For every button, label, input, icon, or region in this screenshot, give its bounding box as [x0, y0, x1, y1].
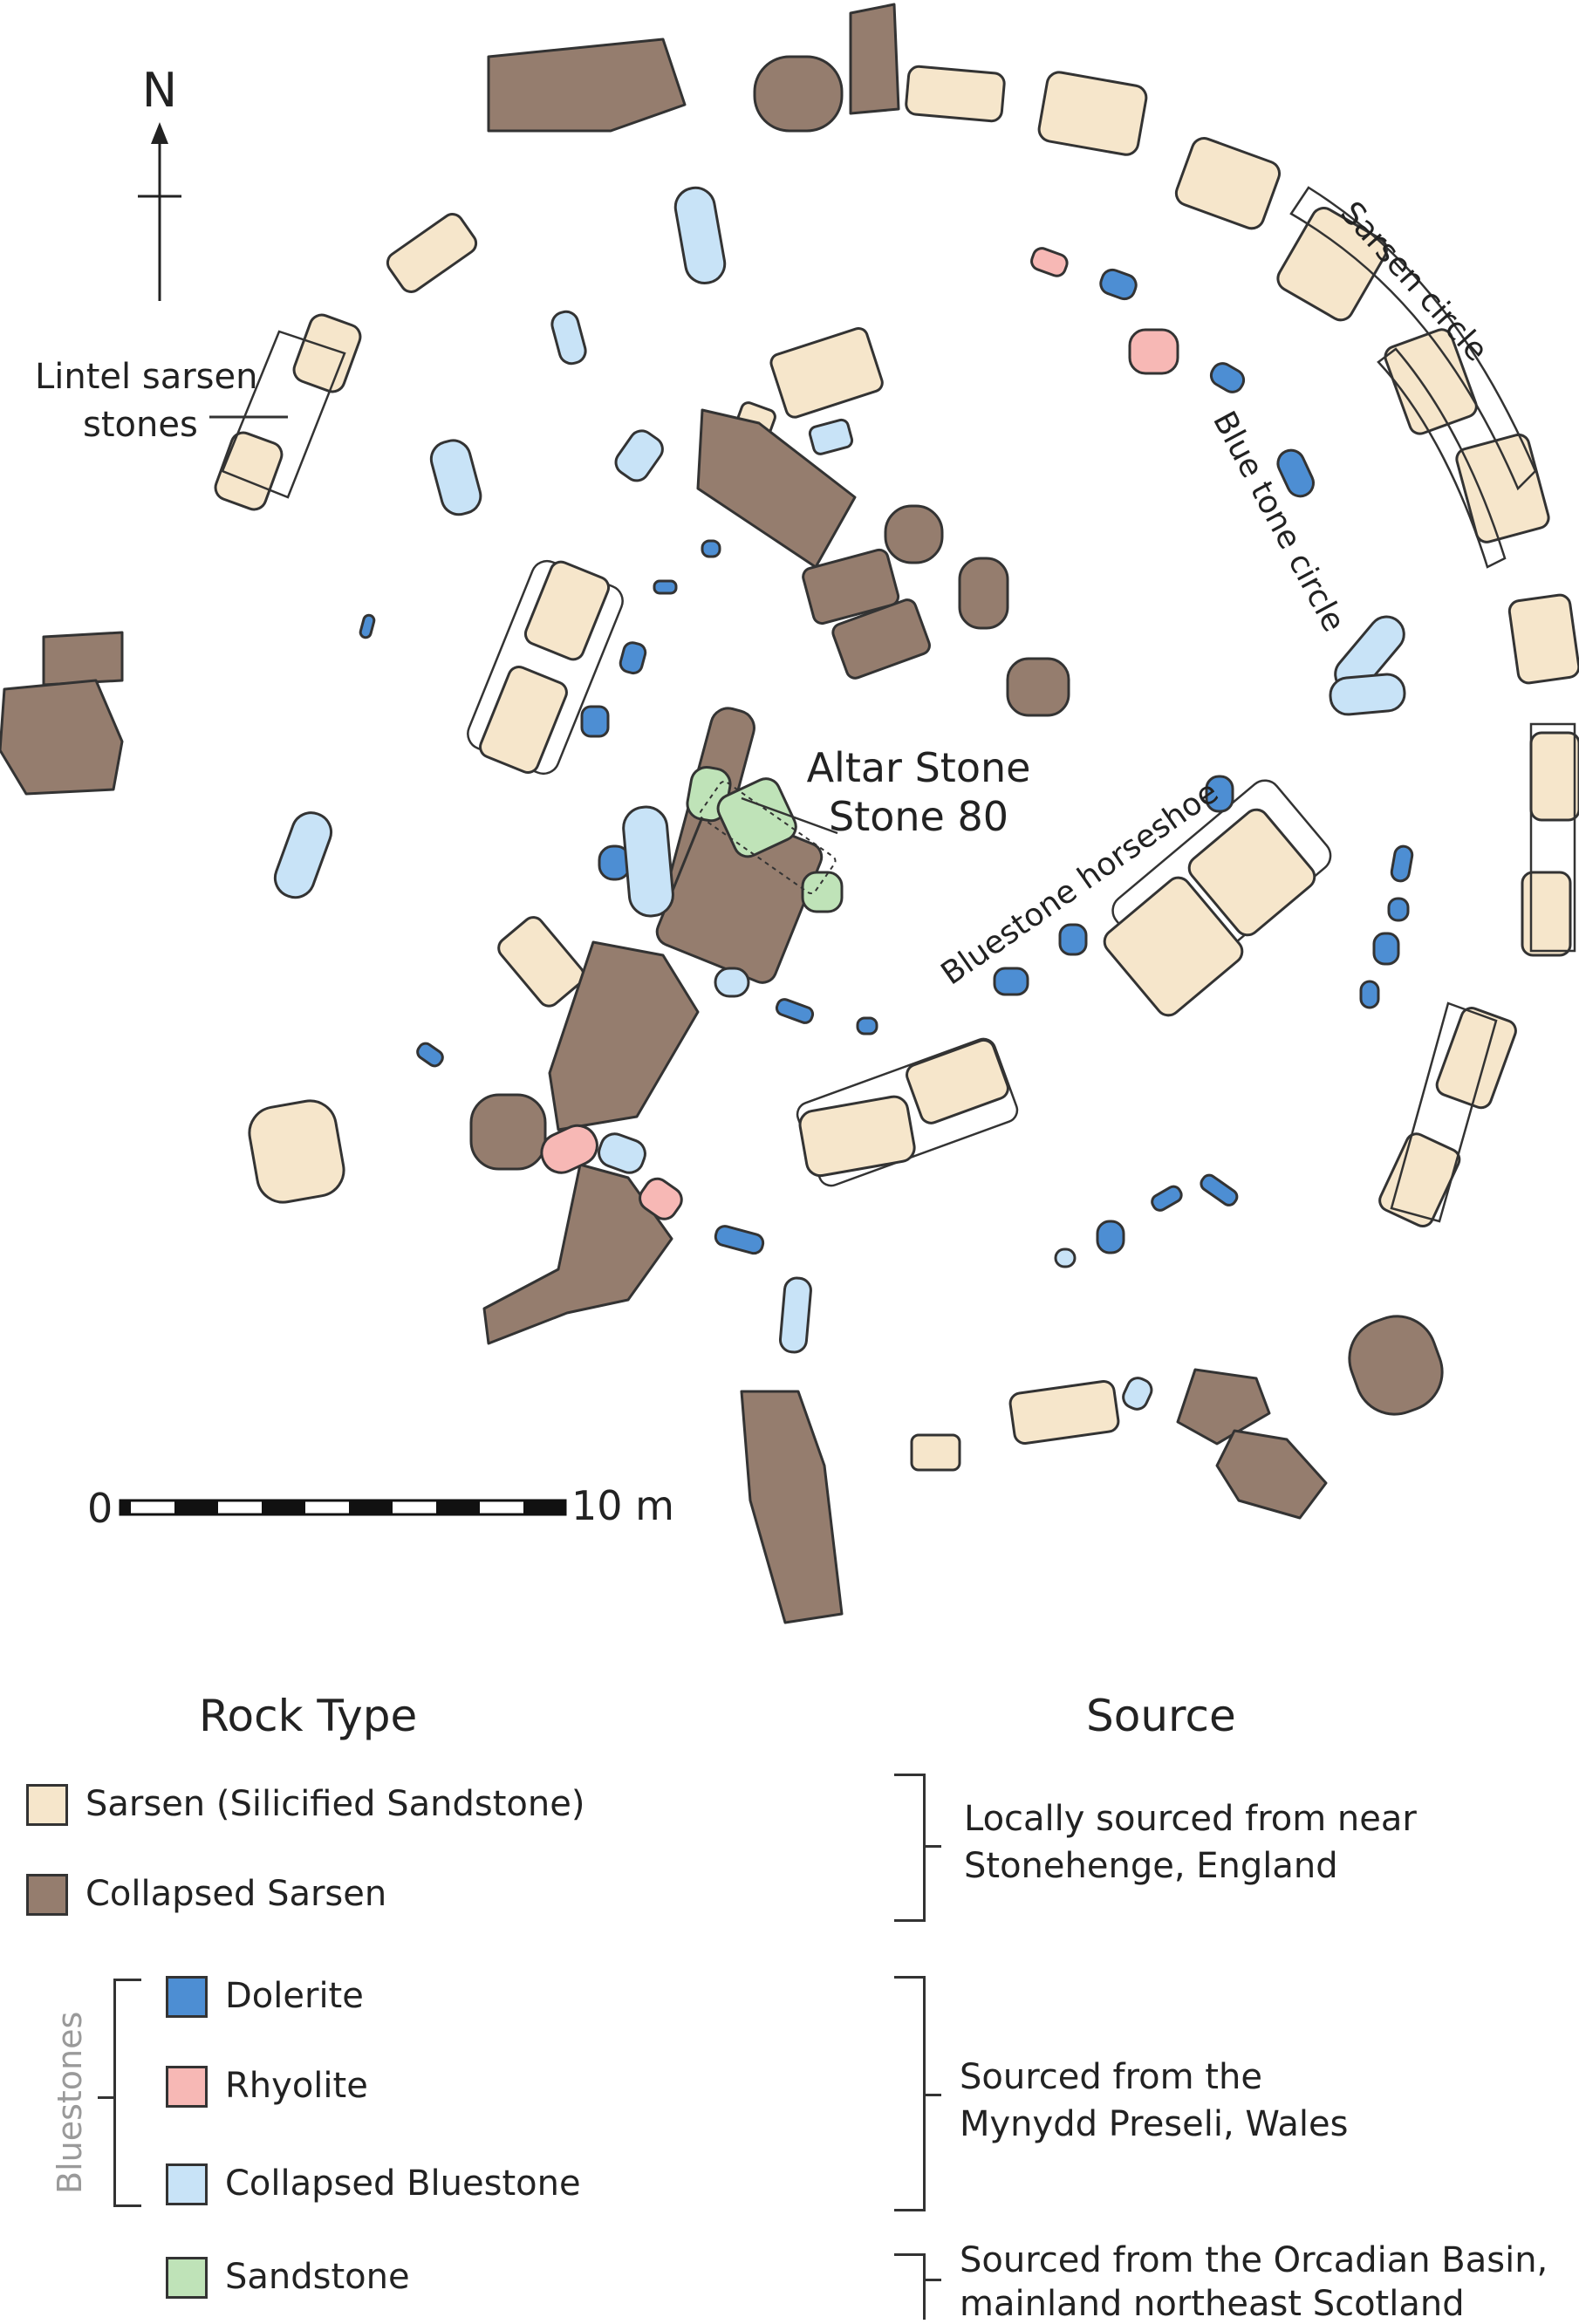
legend-sarsen-label: Sarsen (Silicified Sandstone)	[85, 1784, 585, 1824]
source-scotland-line2: mainland northeast Scotland	[960, 2284, 1465, 2324]
legend-dolerite-label: Dolerite	[225, 1976, 364, 2016]
lintel-label-line2: stones	[83, 405, 198, 445]
north-arrow: N	[138, 63, 181, 301]
swatch-collapsed-bluestone	[166, 2163, 208, 2205]
scale-bar: 0 10 m	[87, 1482, 674, 1532]
lintel-outlines	[221, 186, 1576, 1223]
source-bracket-scotland-tick	[926, 2279, 941, 2281]
source-heading: Source	[1086, 1691, 1236, 1741]
collapsed-bluestones	[273, 186, 1406, 1411]
source-bracket-wales-tick	[926, 2094, 941, 2096]
source-scotland-line1: Sourced from the Orcadian Basin,	[960, 2240, 1548, 2280]
bluestone-circle-label: Blue tone circle	[1206, 406, 1351, 638]
legend-collapsed-bluestone-label: Collapsed Bluestone	[225, 2163, 581, 2204]
scale-end-label: 10 m	[571, 1482, 674, 1529]
legend-rhyolite-label: Rhyolite	[225, 2066, 368, 2106]
scale-start-label: 0	[87, 1485, 113, 1532]
source-bracket-local	[894, 1774, 926, 1922]
legend-collapsed-sarsen-label: Collapsed Sarsen	[85, 1874, 387, 1914]
swatch-sarsen	[26, 1784, 68, 1826]
legend-sandstone-label: Sandstone	[225, 2257, 410, 2297]
altar-label-line1: Altar Stone	[807, 744, 1031, 791]
rock-type-heading: Rock Type	[199, 1691, 418, 1741]
source-local-line1: Locally sourced from near	[964, 1799, 1417, 1839]
bluestones-bracket	[113, 1979, 141, 2207]
swatch-dolerite	[166, 1976, 208, 2018]
trilithon-sarsens	[467, 326, 1332, 1187]
swatch-collapsed-sarsen	[26, 1874, 68, 1916]
source-local-line2: Stonehenge, England	[964, 1846, 1338, 1886]
bluestones-group-label: Bluestones	[51, 2011, 89, 2194]
altar-stone-dotted	[699, 780, 837, 895]
bluestones-bracket-tick	[98, 2096, 113, 2099]
swatch-rhyolite	[166, 2066, 208, 2108]
source-bracket-wales	[894, 1976, 926, 2211]
sarsen-circle-stones	[214, 65, 1579, 1472]
stonehenge-plan-map: N	[0, 3, 1579, 1624]
rhyolite-stones	[540, 247, 1179, 1220]
sandstone-stones	[686, 765, 844, 913]
north-label: N	[142, 63, 177, 118]
source-bracket-scotland	[894, 2253, 926, 2320]
altar-label-line2: Stone 80	[829, 793, 1008, 840]
source-wales-line2: Mynydd Preseli, Wales	[960, 2104, 1349, 2144]
source-bracket-local-tick	[926, 1845, 941, 1848]
source-wales-line1: Sourced from the	[960, 2057, 1262, 2097]
dolerite-stones	[359, 268, 1414, 1255]
swatch-sandstone	[166, 2257, 208, 2299]
lintel-label-line1: Lintel sarsen	[35, 357, 257, 397]
